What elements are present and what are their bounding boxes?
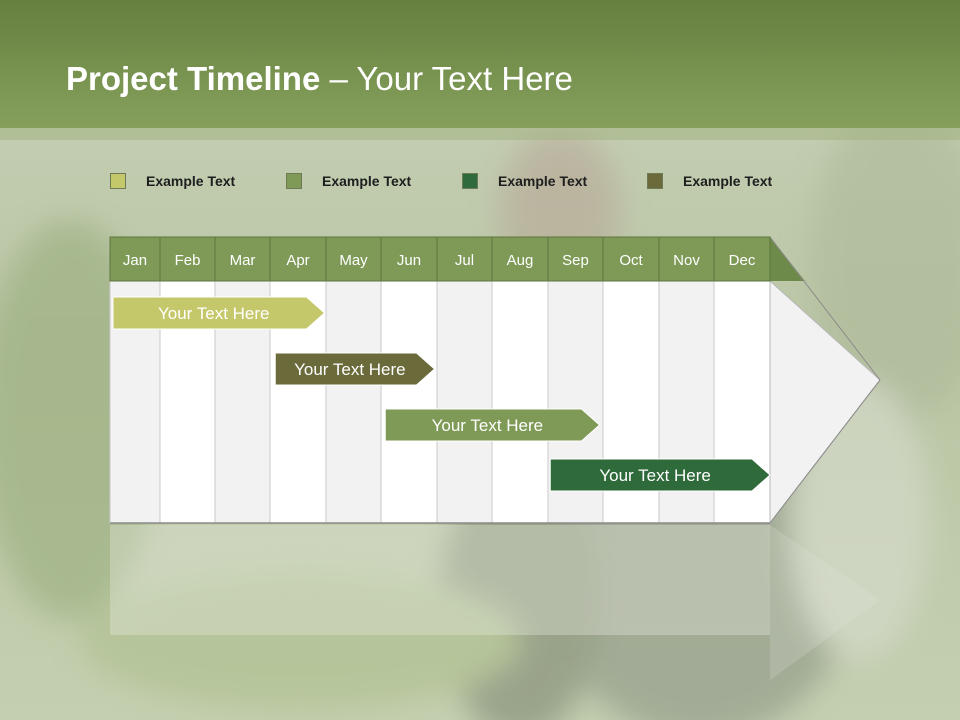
task-bar	[549, 458, 771, 492]
month-column	[325, 280, 382, 524]
legend-swatch	[110, 173, 126, 189]
legend-item-1: Example Text	[110, 171, 235, 191]
timeline-reflection	[110, 525, 770, 635]
month-label: Jul	[455, 252, 474, 269]
arrow-edge-bottom	[769, 379, 881, 524]
month-label: Jun	[397, 252, 421, 269]
month-column	[491, 280, 549, 524]
task-bar	[112, 296, 326, 330]
task-label: Your Text Here	[294, 360, 406, 379]
task-label: Your Text Here	[158, 304, 270, 323]
month-header-cell	[380, 236, 438, 282]
month-label: Feb	[175, 252, 201, 269]
month-header-cell	[325, 236, 382, 282]
legend-item-4: Example Text	[647, 171, 772, 191]
month-header-cell	[214, 236, 271, 282]
legend-swatch	[462, 173, 478, 189]
month-header-cell	[269, 236, 327, 282]
legend-label: Example Text	[146, 173, 236, 189]
month-label: Apr	[286, 252, 309, 269]
legend-item-2: Example Text	[286, 171, 411, 191]
month-column	[436, 280, 493, 524]
month-header-cell	[159, 236, 216, 282]
task-bar	[274, 352, 436, 386]
legend-swatch	[647, 173, 663, 189]
month-label: Jan	[123, 252, 147, 269]
legend-item-3: Example Text	[462, 171, 587, 191]
month-label: Oct	[619, 252, 643, 269]
month-column	[380, 280, 438, 524]
month-label: Sep	[562, 252, 589, 269]
arrow-edge-top	[769, 236, 881, 381]
task-label: Your Text Here	[432, 416, 544, 435]
month-label: Aug	[507, 252, 534, 269]
legend-swatch	[286, 173, 302, 189]
legend-label: Example Text	[322, 173, 412, 189]
month-header-cell	[658, 236, 715, 282]
slide-title: Project Timeline – Your Text Here	[66, 60, 573, 98]
month-label: Mar	[230, 252, 256, 269]
month-header-cell	[713, 236, 771, 282]
title-rest: – Your Text Here	[320, 60, 573, 97]
month-label: Nov	[673, 252, 700, 269]
legend-label: Example Text	[498, 173, 588, 189]
month-header-cell	[491, 236, 549, 282]
month-header-cell	[602, 236, 660, 282]
month-header-cell	[109, 236, 161, 282]
title-bold: Project Timeline	[66, 60, 321, 97]
legend-label: Example Text	[683, 173, 773, 189]
task-label: Your Text Here	[599, 466, 711, 485]
month-header-cell	[436, 236, 493, 282]
month-label: May	[339, 252, 368, 269]
month-label: Dec	[729, 252, 756, 269]
task-bar	[384, 408, 601, 442]
timeline-reflection-arrow	[770, 525, 880, 680]
